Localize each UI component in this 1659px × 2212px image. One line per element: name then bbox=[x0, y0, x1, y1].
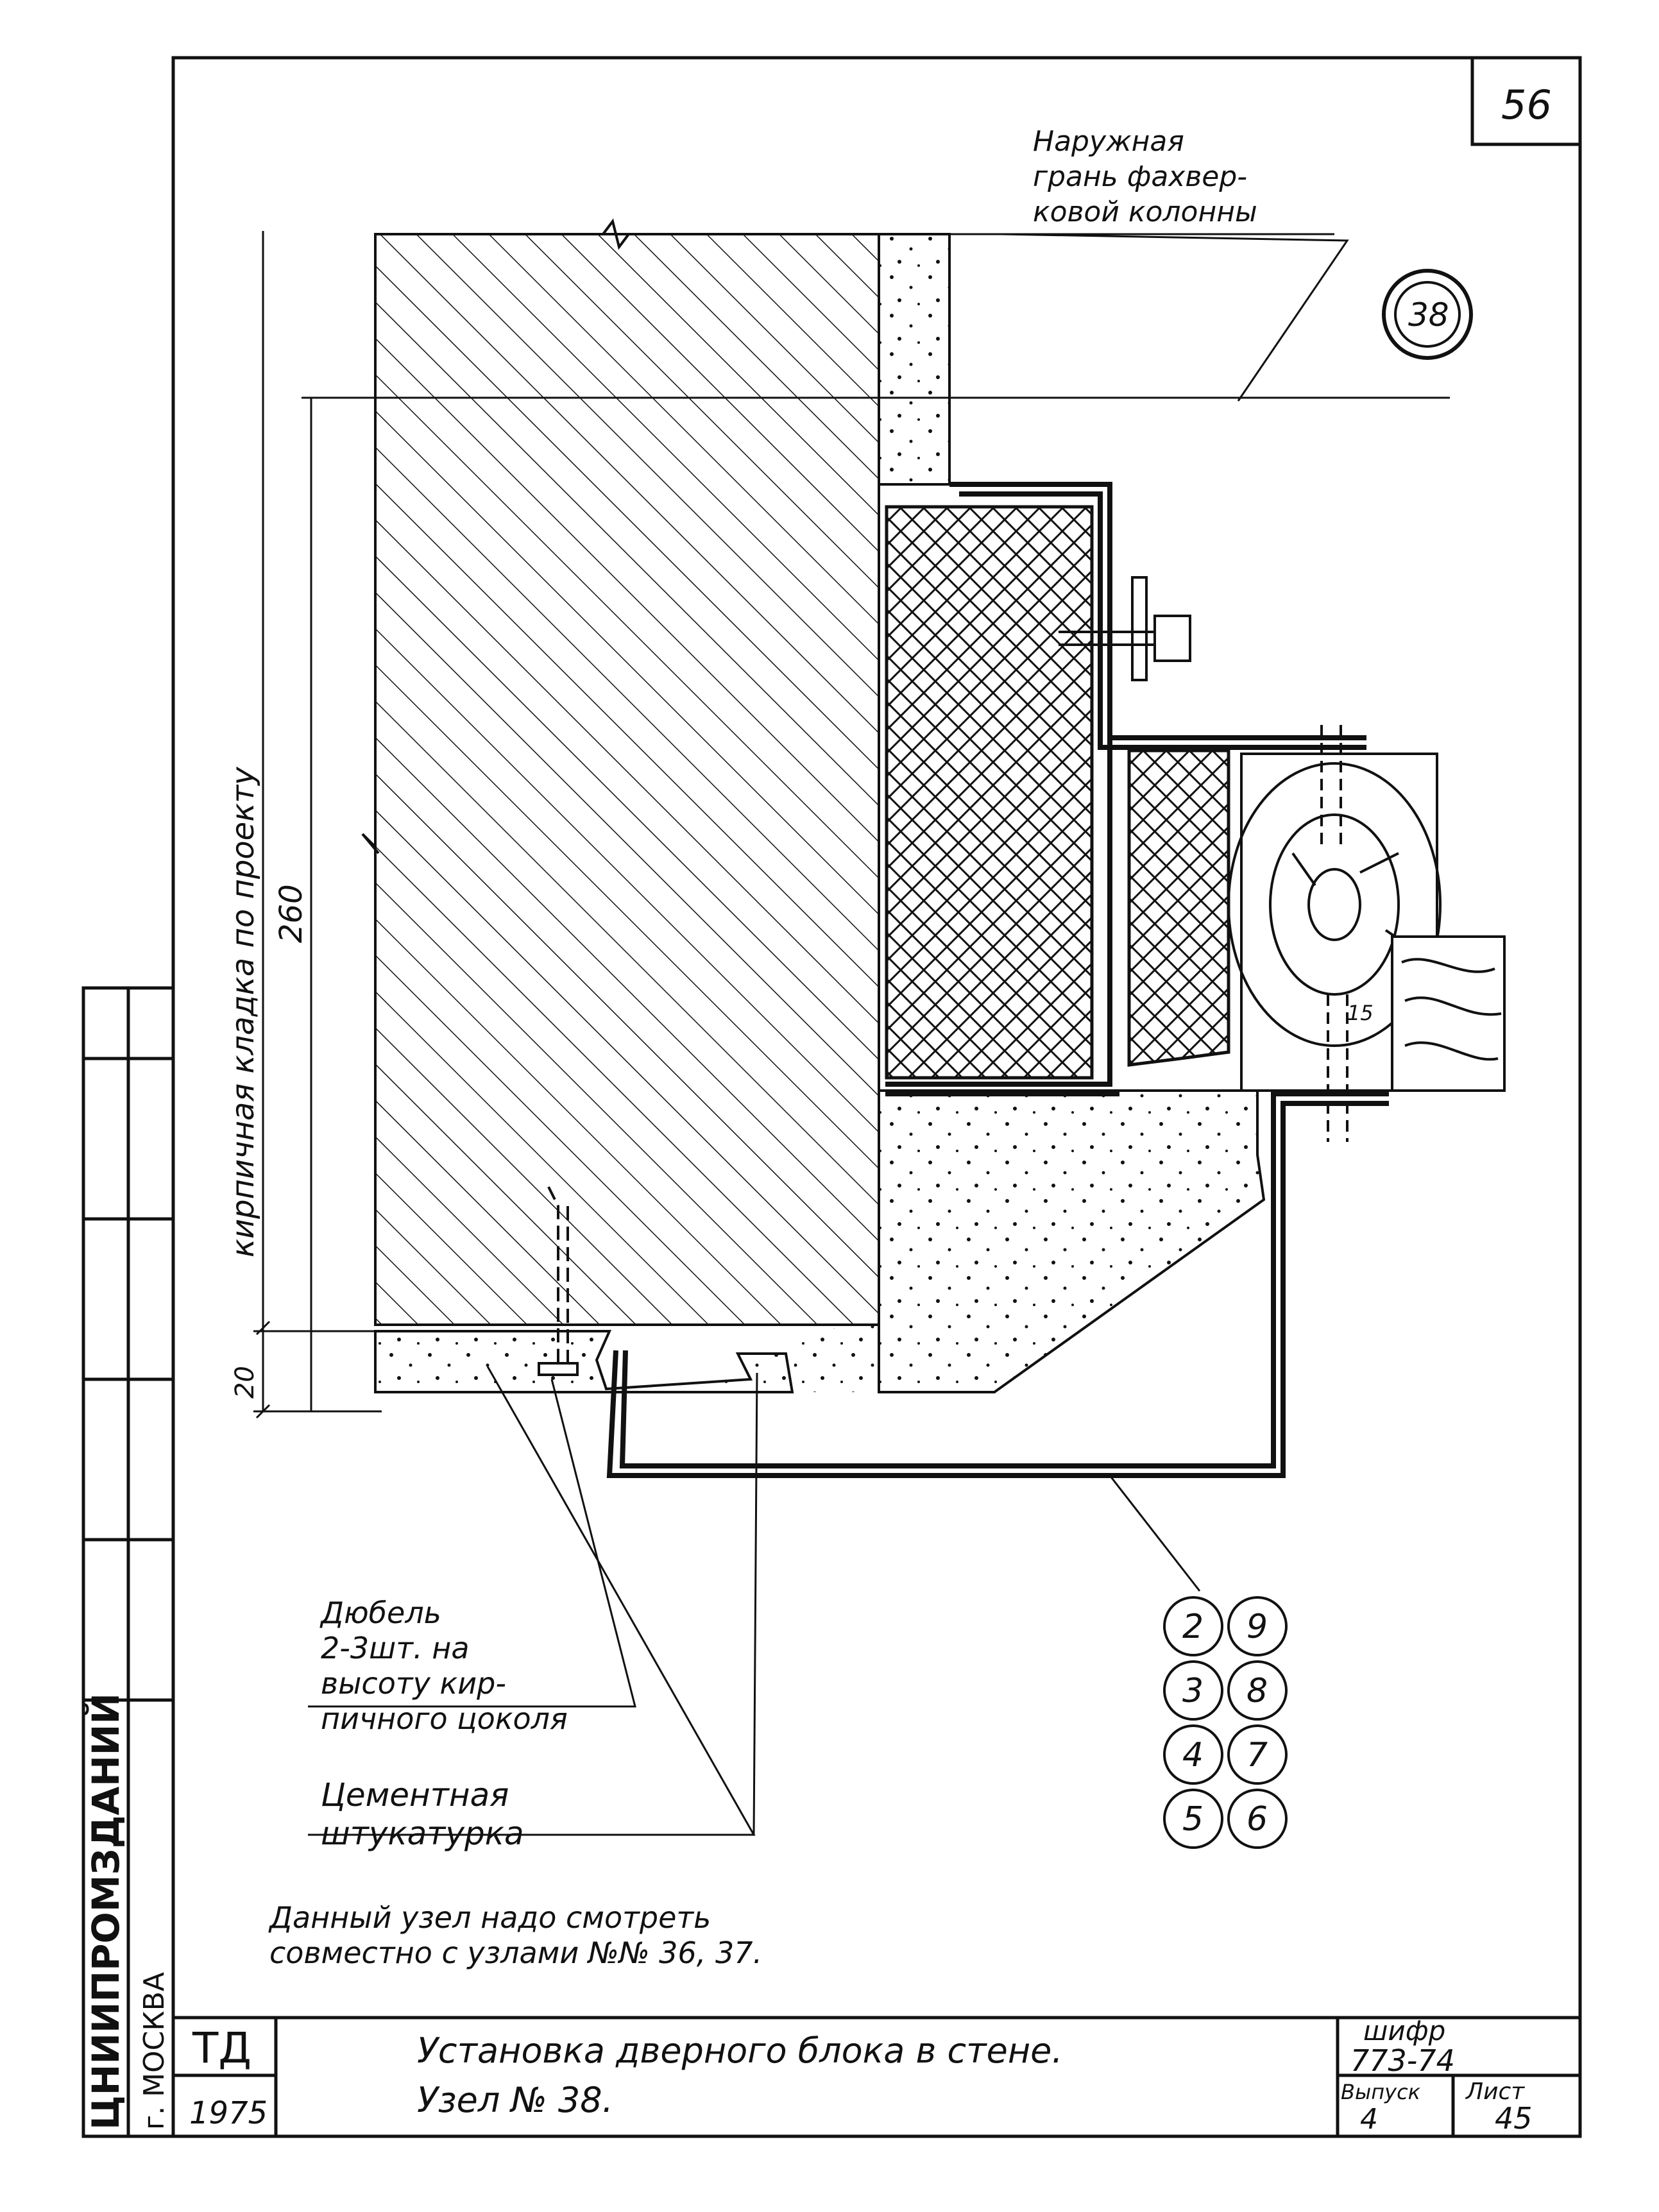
part-8: 8 bbox=[1246, 1672, 1268, 1710]
title-line2: Узел № 38. bbox=[417, 2080, 613, 2120]
label-dowel: Дюбель 2-3шт. на высоту кир- пичного цок… bbox=[319, 1595, 568, 1736]
sheet-number-box: 56 bbox=[1470, 56, 1582, 146]
note: Данный узел надо смотреть совместно с уз… bbox=[268, 1900, 762, 1970]
node-badge: 38 bbox=[1382, 269, 1473, 360]
label-outer-face-line1: Наружная bbox=[1033, 125, 1184, 158]
label-outer-face: Наружная грань фахвер- ковой колонны bbox=[1033, 125, 1257, 228]
code-label: шифр bbox=[1363, 2015, 1445, 2046]
part-2: 2 bbox=[1182, 1608, 1204, 1646]
label-dowel-line3: высоту кир- bbox=[321, 1666, 506, 1701]
sheet-number: 56 bbox=[1501, 81, 1552, 128]
label-plaster-line2: штукатурка bbox=[321, 1815, 524, 1852]
leader-lines bbox=[308, 233, 1349, 1836]
part-5: 5 bbox=[1182, 1800, 1204, 1839]
part-numbers bbox=[1163, 1596, 1288, 1849]
part-9: 9 bbox=[1246, 1608, 1268, 1646]
insulation-secondary bbox=[1127, 749, 1230, 1067]
label-dowel-line4: пичного цоколя bbox=[321, 1701, 568, 1736]
brick-wall bbox=[361, 218, 880, 1326]
door-leaf bbox=[1391, 935, 1506, 1092]
note-line2: совместно с узлами №№ 36, 37. bbox=[269, 1936, 762, 1970]
concrete-fill bbox=[792, 1089, 1266, 1393]
sheet-label: Лист bbox=[1465, 2079, 1525, 2105]
label-dowel-line2: 2-3шт. на bbox=[321, 1631, 470, 1665]
org-name: ЦНИИПРОМЗДАНИЙ bbox=[83, 1693, 128, 2130]
part-7: 7 bbox=[1246, 1736, 1268, 1774]
part-number-labels: 2 9 3 8 4 7 5 6 bbox=[1182, 1608, 1268, 1839]
org-stamp: ЦНИИПРОМЗДАНИЙ г. МОСКВА bbox=[83, 1693, 171, 2130]
code-value: 773-74 bbox=[1350, 2043, 1455, 2078]
dimension-260: 260 bbox=[273, 884, 309, 943]
sheet-frame bbox=[81, 56, 1582, 2138]
label-plaster-line1: Цементная bbox=[321, 1776, 509, 1814]
label-outer-face-line3: ковой колонны bbox=[1033, 196, 1257, 228]
dowel bbox=[538, 1186, 579, 1376]
note-line1: Данный узел надо смотреть bbox=[268, 1900, 711, 1935]
part-3: 3 bbox=[1182, 1672, 1204, 1710]
org-city: г. МОСКВА bbox=[138, 1972, 171, 2130]
column-plaster-strip bbox=[878, 233, 951, 486]
issue-label: Выпуск bbox=[1341, 2080, 1421, 2104]
insulation-main bbox=[885, 505, 1094, 1080]
title-line1: Установка дверного блока в стене. bbox=[417, 2030, 1063, 2071]
title-td: ТД bbox=[192, 2023, 251, 2073]
label-dowel-line1: Дюбель bbox=[319, 1595, 441, 1630]
issue-value: 4 bbox=[1360, 2103, 1378, 2136]
label-outer-face-line2: грань фахвер- bbox=[1033, 160, 1247, 193]
part-6: 6 bbox=[1246, 1800, 1268, 1839]
node-badge-number: 38 bbox=[1408, 296, 1449, 334]
sheet-value: 45 bbox=[1495, 2101, 1533, 2136]
dimension-15: 15 bbox=[1347, 1001, 1374, 1025]
dimension-20: 20 bbox=[230, 1366, 260, 1399]
title-year: 1975 bbox=[189, 2095, 268, 2131]
bolt-upper bbox=[1059, 576, 1191, 681]
plaster-base bbox=[374, 1330, 794, 1393]
title-block bbox=[173, 2018, 1580, 2136]
part-4: 4 bbox=[1182, 1736, 1204, 1774]
dimension-caption: кирпичная кладка по проекту bbox=[225, 767, 261, 1257]
label-plaster: Цементная штукатурка bbox=[321, 1776, 524, 1852]
steel-profile bbox=[606, 482, 1389, 1478]
